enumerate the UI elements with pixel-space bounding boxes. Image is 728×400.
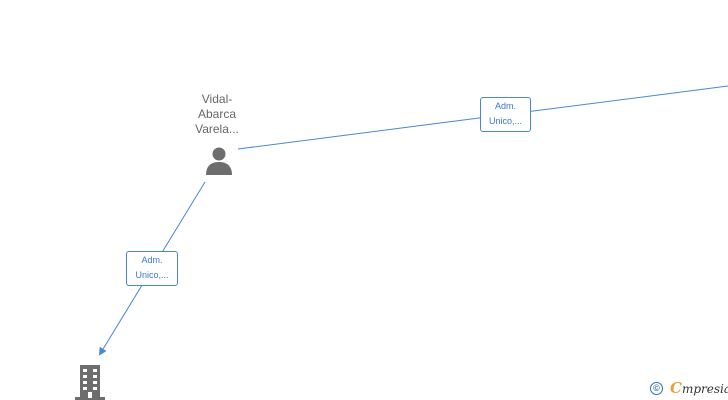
person-node-label[interactable]: Vidal- Abarca Varela... bbox=[178, 92, 256, 137]
edge-label-right-line-2: Unico,... bbox=[488, 116, 522, 126]
edge-label-down-line-2: Unico,... bbox=[135, 270, 169, 280]
edge-label-down[interactable]: Adm. Unico,... bbox=[126, 251, 178, 286]
brand-rest: mpresia bbox=[681, 382, 728, 396]
brand-watermark: © Cmpresia bbox=[650, 378, 728, 398]
brand-logo: Cmpresia bbox=[670, 379, 728, 397]
brand-initial: C bbox=[670, 379, 682, 397]
edge-label-right-line-1: Adm. bbox=[494, 101, 516, 111]
copyright-icon: © bbox=[650, 381, 663, 395]
person-name-line-1: Vidal- bbox=[201, 92, 233, 106]
building-icon[interactable] bbox=[73, 364, 107, 400]
edge-label-down-line-1: Adm. bbox=[141, 255, 163, 265]
person-icon[interactable] bbox=[203, 145, 235, 177]
person-name-line-3: Varela... bbox=[195, 122, 239, 136]
person-name-line-2: Abarca bbox=[197, 107, 237, 121]
edge-label-right[interactable]: Adm. Unico,... bbox=[480, 97, 531, 132]
